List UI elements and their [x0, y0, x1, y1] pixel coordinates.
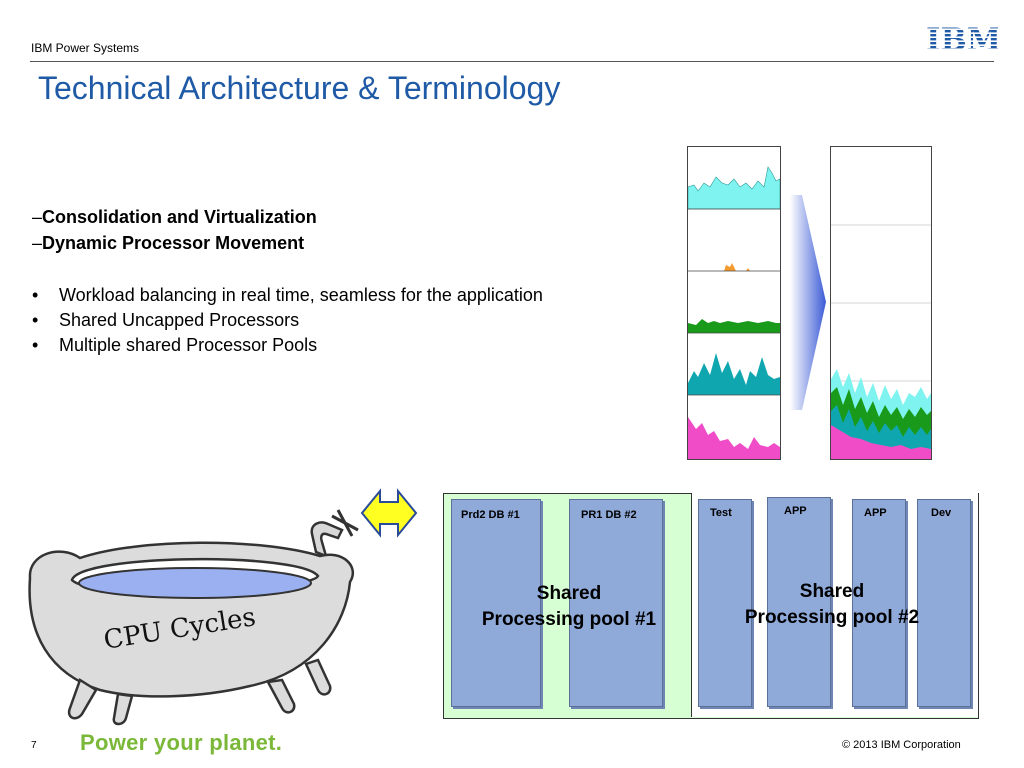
bullet-item: • Shared Uncapped Processors — [32, 308, 592, 333]
pool-label-line1: Shared — [536, 583, 602, 604]
pool-label-line1: Shared — [799, 581, 865, 602]
subhead-item: –Dynamic Processor Movement — [32, 230, 317, 256]
lpar-label: Prd2 DB #1 — [461, 509, 520, 521]
pool-label-line2: Processing pool #2 — [744, 607, 920, 628]
workload-chart-pink — [688, 417, 780, 459]
bullet-mark: • — [32, 285, 39, 305]
bathtub-illustration — [28, 509, 359, 726]
bullet-text: Multiple shared Processor Pools — [59, 335, 318, 355]
bullet-mark: • — [32, 335, 39, 355]
page-title: Technical Architecture & Terminology — [38, 70, 561, 106]
subhead-item: –Consolidation and Virtualization — [32, 204, 317, 230]
header-label: IBM Power Systems — [31, 41, 140, 55]
header-rule — [30, 61, 994, 62]
workload-chart-green — [688, 319, 780, 333]
ibm-logo: IBM — [926, 22, 998, 54]
workload-chart-cyan — [688, 166, 780, 210]
subheads: –Consolidation and Virtualization –Dynam… — [32, 204, 317, 256]
dash-mark: – — [32, 207, 43, 227]
bullet-text: Shared Uncapped Processors — [59, 310, 300, 330]
workload-chart-teal — [688, 353, 780, 395]
dash-mark: – — [32, 233, 43, 253]
consolidation-arrow — [790, 195, 826, 410]
lpar-box — [698, 499, 752, 707]
double-arrow-icon — [360, 488, 418, 538]
pool-label: Shared Processing pool #1 — [455, 581, 683, 633]
workload-chart-after — [830, 146, 932, 460]
pool-label-line2: Processing pool #1 — [481, 609, 657, 630]
footer-copyright: © 2013 IBM Corporation — [842, 739, 961, 751]
bullet-mark: • — [32, 310, 39, 330]
ibm-logo-text: IBM — [926, 22, 998, 54]
bullet-text: Workload balancing in real time, seamles… — [59, 285, 543, 305]
lpar-box — [917, 499, 971, 707]
lpar-box — [451, 499, 541, 707]
lpar-label: APP — [864, 507, 887, 519]
pool-label: Shared Processing pool #2 — [722, 579, 942, 631]
shared-pool-2: Test APP APP Dev Shared Processing pool … — [691, 493, 978, 717]
lpar-label: Test — [710, 507, 732, 519]
lpar-box — [767, 497, 831, 707]
lpar-label: APP — [784, 505, 807, 517]
subhead-text: Dynamic Processor Movement — [42, 233, 305, 253]
workload-chart-orange — [724, 263, 750, 271]
footer-slogan: Power your planet. — [80, 730, 283, 755]
bullet-list: • Workload balancing in real time, seamle… — [32, 283, 592, 358]
subhead-text: Consolidation and Virtualization — [42, 207, 317, 227]
page-number: 7 — [31, 740, 37, 751]
shared-pool-1: Prd2 DB #1 PR1 DB #2 Shared Processing p… — [443, 493, 691, 717]
lpar-box — [569, 499, 663, 707]
bullet-item: • Multiple shared Processor Pools — [32, 333, 592, 358]
bullet-item: • Workload balancing in real time, seamle… — [32, 283, 592, 308]
workload-charts-before — [687, 146, 781, 460]
lpar-box — [852, 499, 906, 707]
lpar-label: PR1 DB #2 — [581, 509, 637, 521]
lpar-label: Dev — [931, 507, 952, 519]
